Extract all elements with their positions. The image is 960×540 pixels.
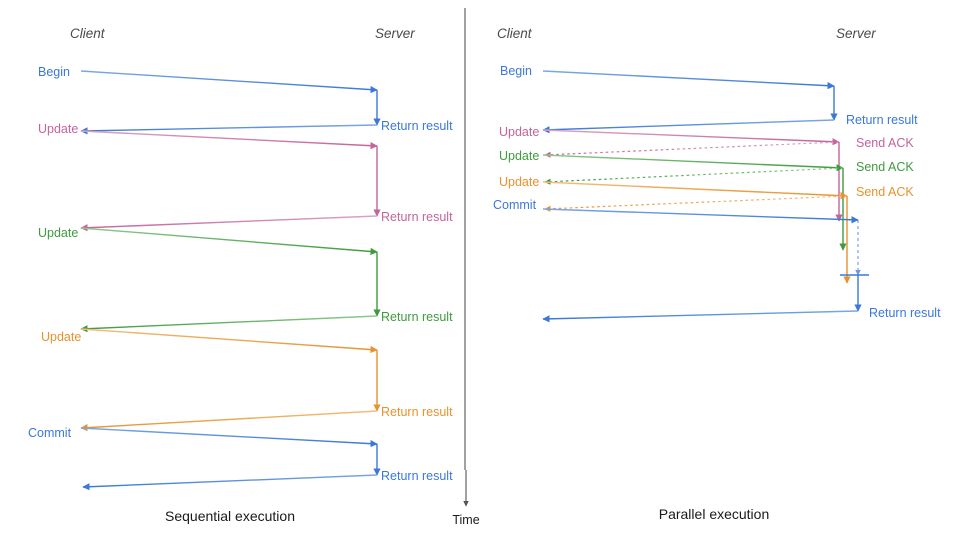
label-begin-request: Begin — [38, 65, 70, 79]
label-commit-request: Commit — [28, 426, 72, 440]
label-update1-request: Update — [499, 125, 539, 139]
arrow-update2-request — [542, 154, 844, 172]
label-commit-return: Return result — [869, 306, 941, 320]
label-update1-ack: Send ACK — [856, 136, 914, 150]
lane-title-server: Server — [375, 26, 415, 41]
lane-title-server: Server — [836, 26, 876, 41]
arrow-update2-return — [80, 315, 378, 333]
arrow-commit-request — [80, 427, 378, 448]
arrow-update3-ack — [544, 195, 848, 212]
arrow-begin-request — [80, 70, 378, 94]
label-update2-request: Update — [38, 226, 78, 240]
arrow-begin-return — [80, 124, 378, 135]
arrow-update2-ack — [544, 167, 844, 185]
arrow-commit-request — [542, 208, 859, 224]
label-update1-return: Return result — [381, 210, 453, 224]
arrow-update3-request — [80, 328, 378, 354]
arrow-update1-return — [80, 215, 378, 232]
arrow-update2-request — [80, 227, 378, 256]
lane-title-client: Client — [70, 26, 106, 41]
arrow-commit-return — [82, 474, 378, 491]
label-update3-request: Update — [41, 330, 81, 344]
label-update1-request: Update — [38, 122, 78, 136]
label-update2-request: Update — [499, 149, 539, 163]
label-begin-request: Begin — [500, 64, 532, 78]
caption-parallel: Parallel execution — [659, 506, 770, 522]
arrow-update3-request — [542, 181, 848, 200]
arrow-update3-return — [80, 410, 378, 432]
arrow-commit-return — [542, 310, 859, 323]
arrow-begin-return — [542, 119, 835, 134]
lane-title-client: Client — [497, 26, 533, 41]
label-commit-return: Return result — [381, 469, 453, 483]
label-update2-return: Return result — [381, 310, 453, 324]
caption-sequential: Sequential execution — [165, 508, 295, 524]
label-update3-return: Return result — [381, 405, 453, 419]
arrow-begin-request — [542, 70, 835, 90]
label-commit-request: Commit — [493, 198, 537, 212]
arrow-update1-request — [542, 129, 840, 146]
label-update3-request: Update — [499, 175, 539, 189]
label-begin-return: Return result — [846, 113, 918, 127]
label-update3-ack: Send ACK — [856, 185, 914, 199]
arrow-update1-request — [80, 130, 378, 150]
label-begin-return: Return result — [381, 119, 453, 133]
arrow-update1-ack — [544, 141, 840, 158]
time-axis-label: Time — [452, 513, 479, 527]
label-update2-ack: Send ACK — [856, 160, 914, 174]
